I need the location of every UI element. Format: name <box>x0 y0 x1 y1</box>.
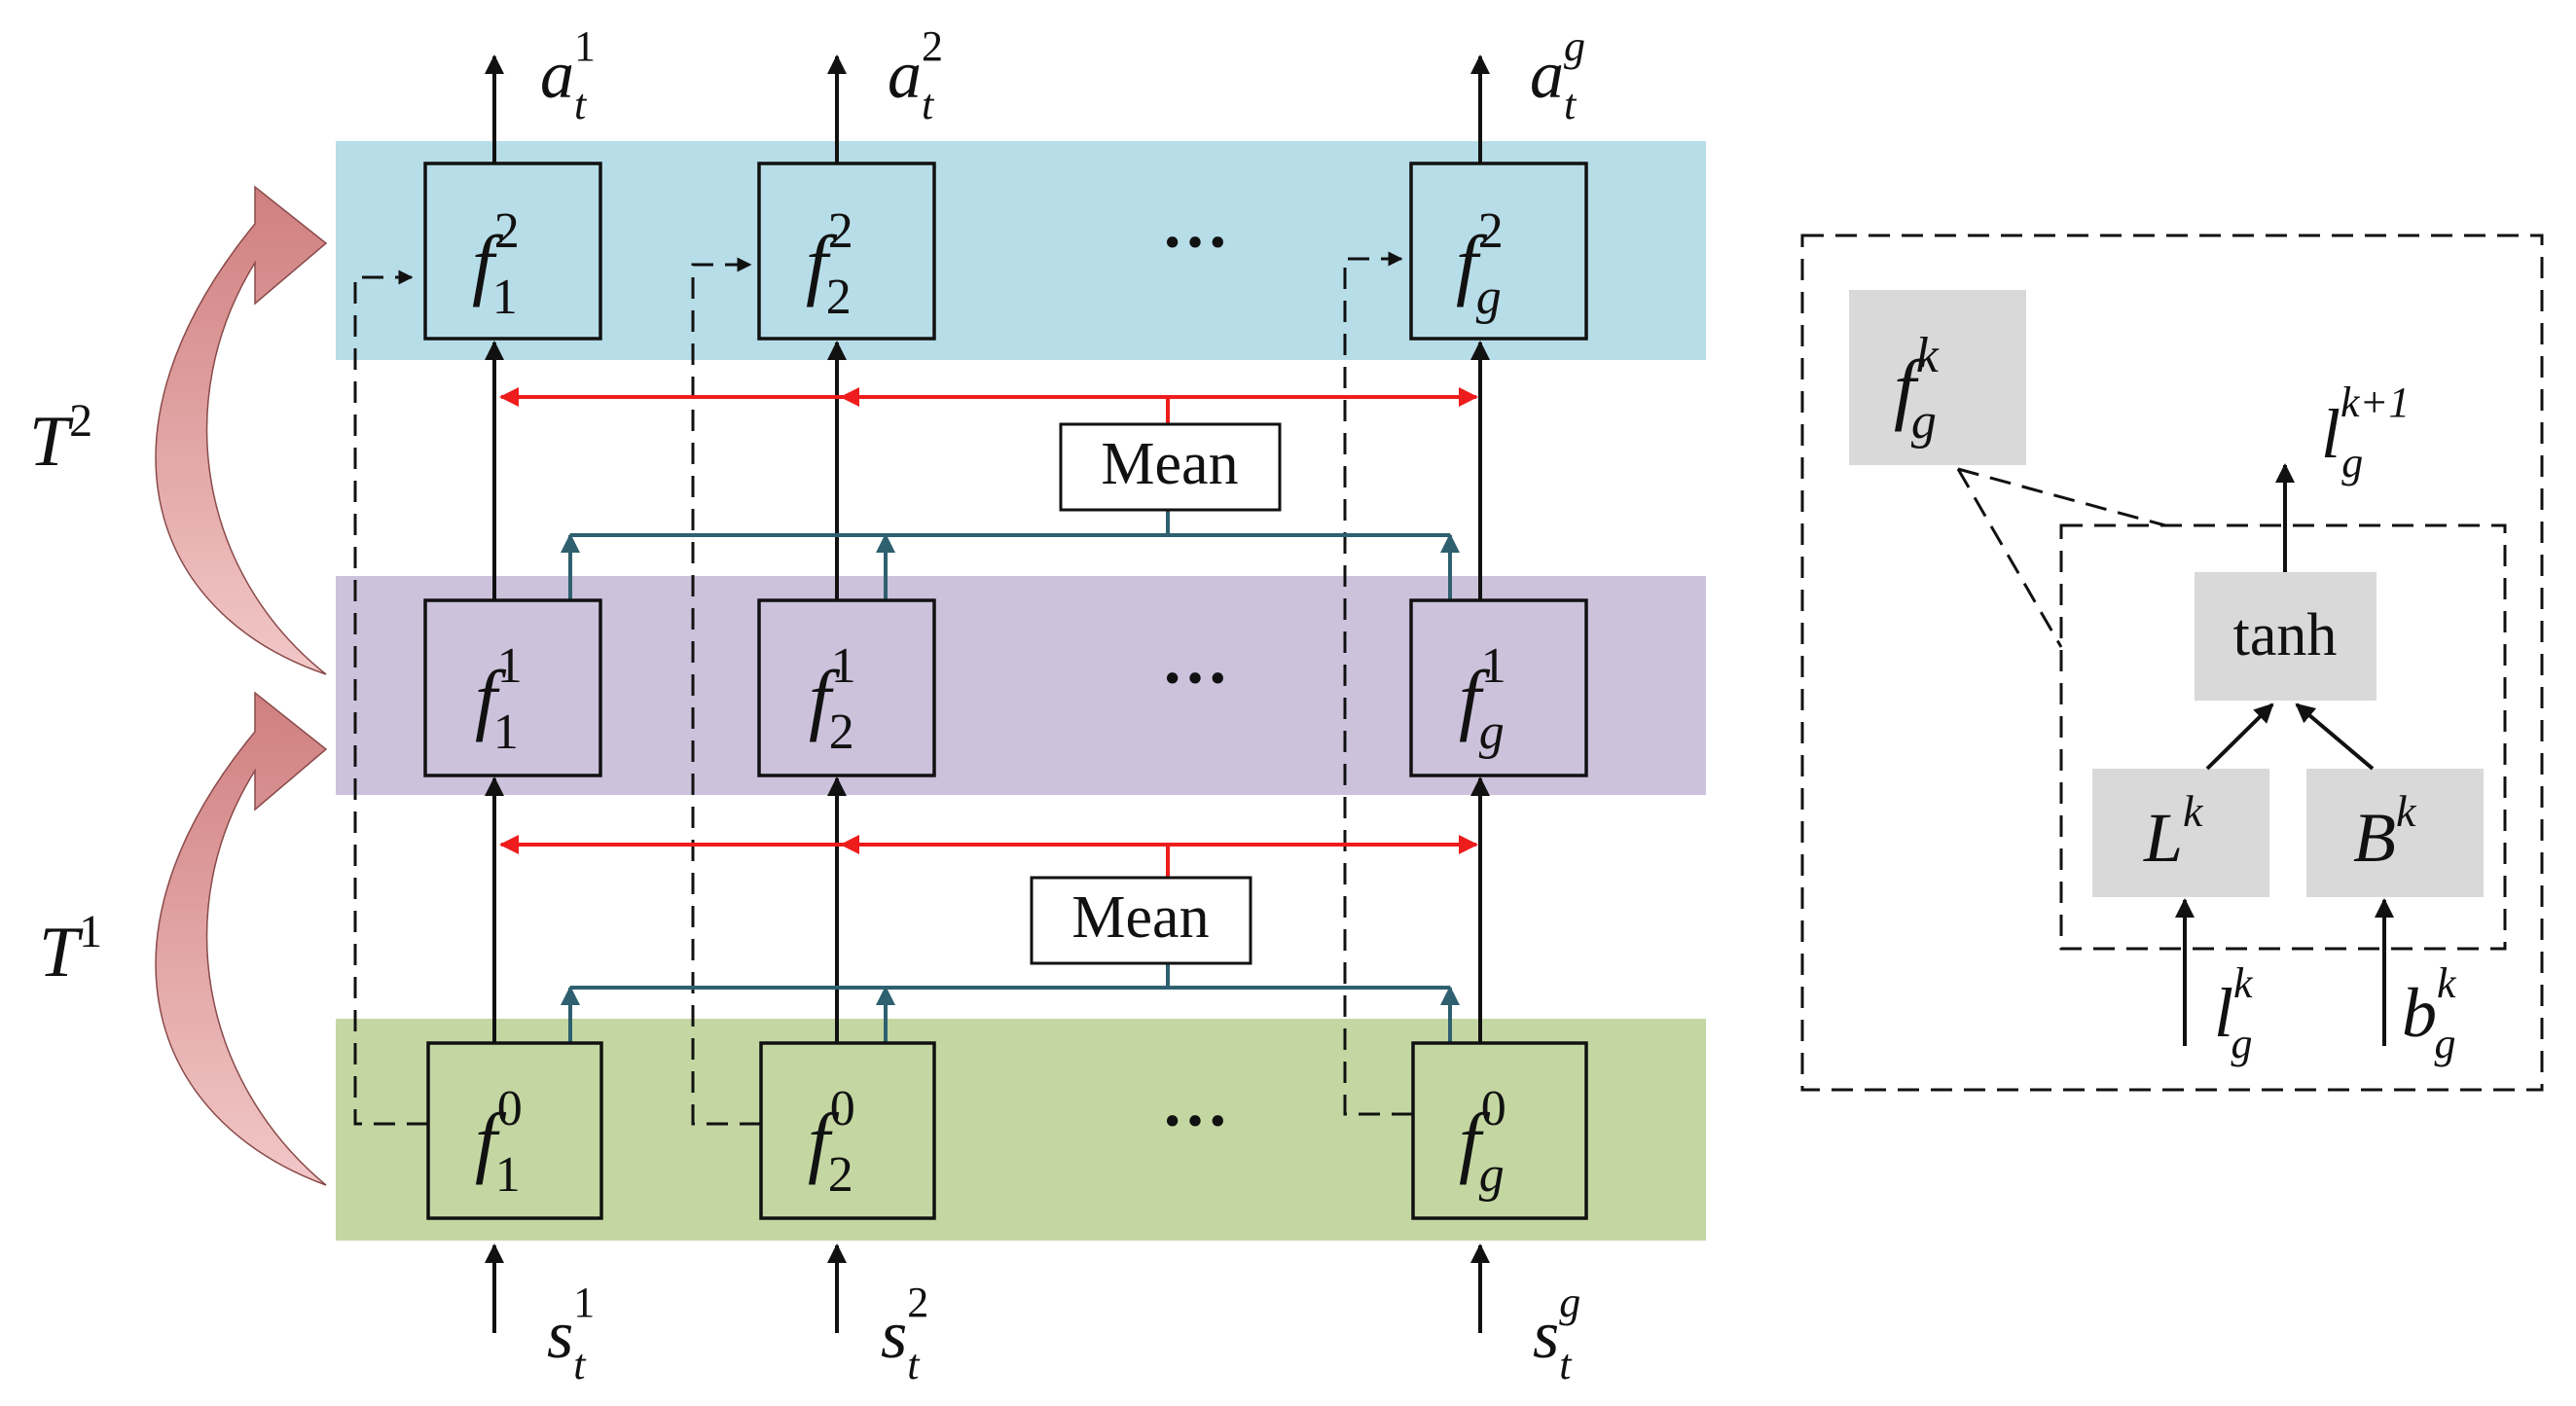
layer-0-band <box>336 1019 1706 1241</box>
svg-text:f11: f11 <box>475 638 521 760</box>
detail-inner-box <box>2059 523 2507 951</box>
transition-label-T2: T2 <box>29 395 92 482</box>
svg-text:tanh: tanh <box>2233 602 2338 668</box>
svg-text:f21: f21 <box>472 203 520 325</box>
ellipsis-layer-2: ··· <box>1161 205 1229 280</box>
layer-1-band <box>336 576 1706 795</box>
transition-arrow-T2 <box>155 185 328 675</box>
transition-label-T1: T1 <box>39 906 102 992</box>
svg-text:Mean: Mean <box>1071 884 1209 951</box>
svg-text:fkg: fkg <box>1894 328 1940 450</box>
aggregation-lower <box>561 963 1460 1043</box>
aggregation-upper <box>561 510 1460 600</box>
svg-text:f0g: f0g <box>1459 1081 1506 1203</box>
tanh-box: tanh <box>2195 572 2376 701</box>
layer-2-band <box>336 141 1706 360</box>
svg-text:Mean: Mean <box>1101 431 1238 497</box>
vertical-connections <box>485 341 1490 1043</box>
transition-arrow-T1 <box>155 691 328 1186</box>
ellipsis-layer-0: ··· <box>1161 1084 1229 1159</box>
zoom-line-bottom <box>1956 468 2063 648</box>
B-to-tanh-arrow <box>2295 703 2375 771</box>
B-box: Bk <box>2306 769 2484 897</box>
svg-text:f02: f02 <box>808 1081 855 1203</box>
ellipsis-layer-1: ··· <box>1161 641 1229 716</box>
mean-box-upper: Mean <box>1059 422 1282 512</box>
mean-broadcast-lower <box>499 835 1478 878</box>
svg-text:Bk: Bk <box>2353 786 2417 877</box>
mean-box-lower: Mean <box>1030 876 1252 965</box>
output-arrows <box>485 54 1490 163</box>
L-box: Lk <box>2092 769 2269 897</box>
zoom-line-top <box>1957 467 2166 527</box>
L-to-tanh-arrow <box>2205 703 2274 771</box>
skip-connections <box>353 251 1413 1126</box>
input-arrows <box>485 1244 1490 1333</box>
mean-broadcast-upper <box>499 387 1478 424</box>
svg-text:Lk: Lk <box>2143 786 2204 877</box>
